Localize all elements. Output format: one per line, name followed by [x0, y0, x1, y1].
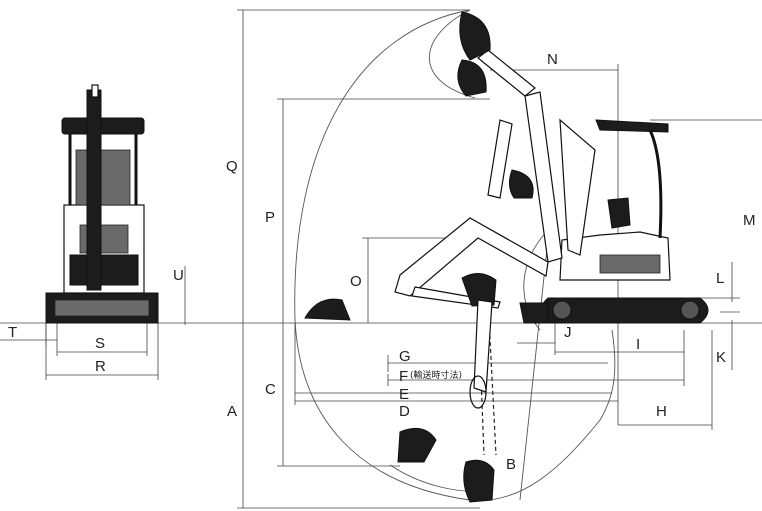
label-p: P — [265, 209, 275, 226]
excavator-front-view — [45, 84, 159, 324]
side-dozer-blade — [519, 302, 549, 324]
label-f-note: (輸送時寸法) — [410, 369, 462, 381]
label-c: C — [265, 381, 276, 398]
label-t: T — [8, 324, 17, 341]
front-boom — [86, 89, 102, 291]
upper-bucket — [457, 59, 487, 97]
label-i: I — [636, 336, 640, 353]
upper-boom-arc — [428, 9, 476, 99]
label-h: H — [656, 403, 667, 420]
label-o: O — [350, 273, 362, 290]
ground-bucket-near — [461, 273, 497, 307]
label-u: U — [173, 267, 184, 284]
raised-boom — [524, 91, 563, 263]
vertical-dimensions — [184, 9, 490, 509]
curled-bucket — [508, 169, 534, 199]
raised-cylinder — [559, 118, 596, 256]
top-bucket — [459, 11, 491, 61]
label-r: R — [95, 358, 106, 375]
side-canopy — [595, 119, 669, 133]
deep-bucket-left — [397, 427, 437, 463]
label-b: B — [506, 456, 516, 473]
label-a: A — [227, 403, 237, 420]
label-e: E — [399, 386, 409, 403]
label-l: L — [716, 270, 724, 287]
deep-bucket-bottom — [463, 459, 495, 503]
label-d: D — [399, 403, 410, 420]
radius-line-b — [519, 239, 549, 501]
ground-bucket-far — [304, 298, 351, 321]
working-range-envelope — [294, 9, 616, 501]
label-m: M — [743, 212, 756, 229]
excavator-side-view — [304, 11, 709, 503]
label-n: N — [547, 51, 558, 68]
dimension-labels: A B C D E F (輸送時寸法) G H I J K L M N O P … — [8, 51, 756, 473]
max-reach-arc — [294, 9, 616, 501]
front-canopy — [61, 117, 145, 135]
label-g: G — [399, 348, 411, 365]
label-j: J — [564, 324, 572, 341]
label-f: F — [399, 368, 408, 385]
label-s: S — [95, 335, 105, 352]
label-k: K — [716, 349, 726, 366]
dig-arm-dashed — [487, 299, 497, 456]
operator-seat — [607, 197, 631, 229]
lowered-boom — [394, 217, 549, 297]
label-q: Q — [226, 158, 238, 175]
